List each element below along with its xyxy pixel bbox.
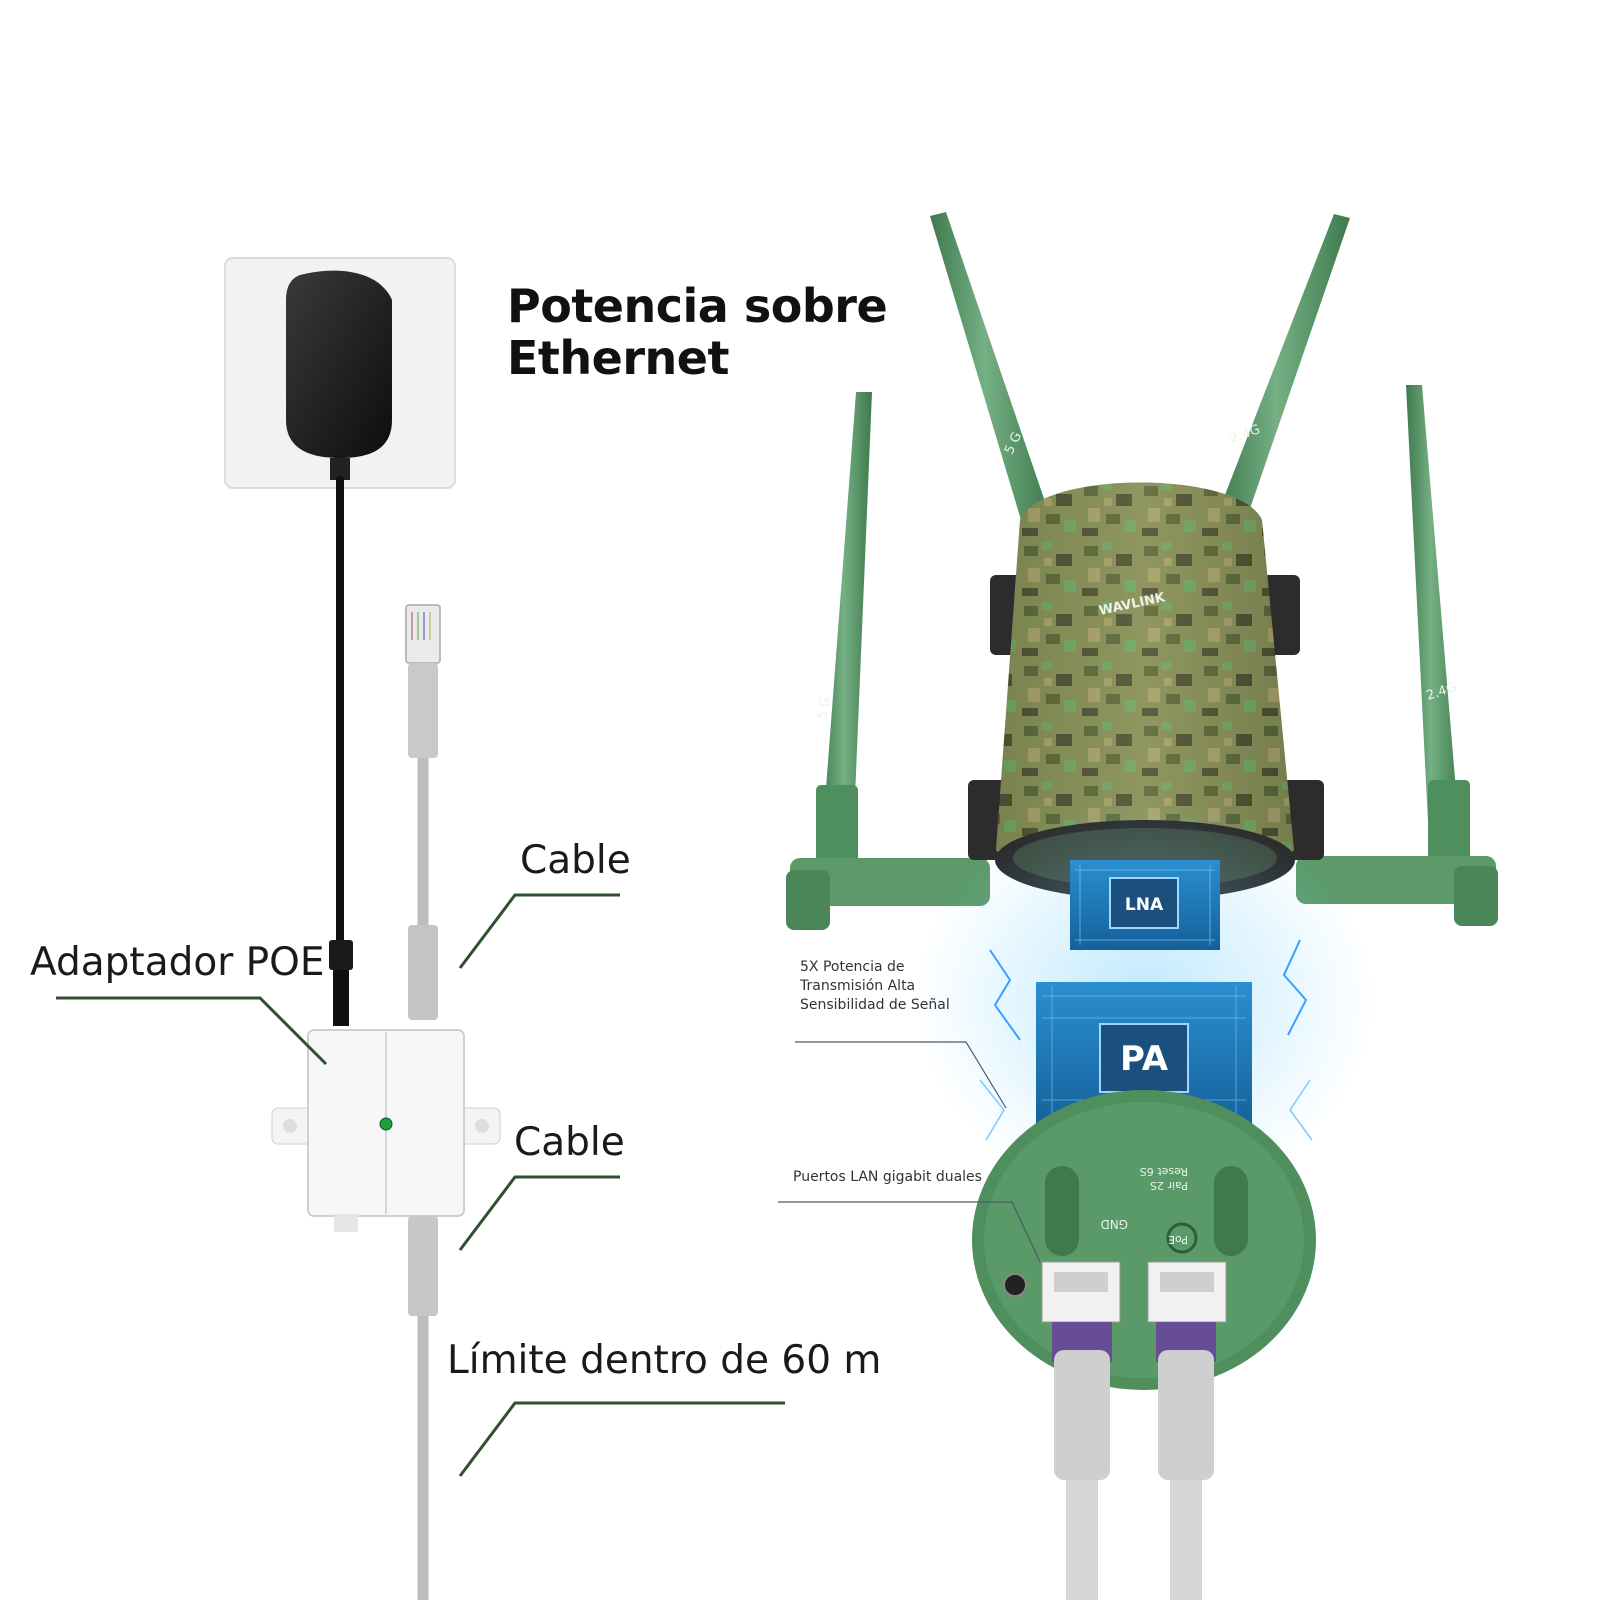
title-line-1: Potencia sobre bbox=[507, 279, 888, 333]
leader-lines-left bbox=[56, 893, 785, 1477]
power-adapter-plug bbox=[286, 270, 392, 480]
transmission-power-label: 5X Potencia de Transmisión Alta Sensibil… bbox=[800, 958, 950, 1015]
lna-chip-label: LNA bbox=[1125, 895, 1164, 915]
cable-top-label: Cable bbox=[520, 838, 631, 883]
adapter-label: Adaptador POE bbox=[30, 940, 325, 985]
leader-lines-right bbox=[778, 1041, 1041, 1263]
ethernet-cable-bottom bbox=[408, 1216, 438, 1600]
reset-text: Reset 6S bbox=[1140, 1165, 1188, 1178]
cable-bottom-label: Cable bbox=[514, 1120, 625, 1165]
poe-injector bbox=[271, 1029, 501, 1232]
transmission-power-line-3: Sensibilidad de Señal bbox=[800, 997, 950, 1013]
pa-chip-label: PA bbox=[1120, 1039, 1169, 1079]
lan-ports-label: Puertos LAN gigabit duales bbox=[793, 1169, 982, 1185]
lan-cables bbox=[1052, 1322, 1216, 1600]
poe-port-text: PoE bbox=[1168, 1233, 1188, 1246]
antenna-right-inner bbox=[1216, 214, 1350, 526]
antenna-left-outer bbox=[786, 392, 990, 930]
power-cable bbox=[329, 476, 353, 1026]
distance-limit-label: Límite dentro de 60 m bbox=[447, 1338, 882, 1383]
antenna-5g-left-text: 5 G bbox=[815, 696, 834, 721]
ethernet-cable-top bbox=[405, 604, 441, 1020]
transmission-power-line-2: Transmisión Alta bbox=[800, 978, 916, 994]
title-line-2: Ethernet bbox=[507, 331, 729, 385]
ap-base-plate bbox=[972, 1090, 1316, 1390]
pair-text: Pair 2S bbox=[1150, 1179, 1188, 1192]
antenna-left-inner bbox=[930, 212, 1052, 530]
page-title: Potencia sobre Ethernet bbox=[507, 279, 888, 385]
gnd-text: GND bbox=[1100, 1217, 1128, 1231]
lna-chip-board: LNA bbox=[1070, 860, 1220, 950]
antenna-right-outer bbox=[1296, 385, 1498, 926]
transmission-power-line-1: 5X Potencia de bbox=[800, 959, 905, 975]
